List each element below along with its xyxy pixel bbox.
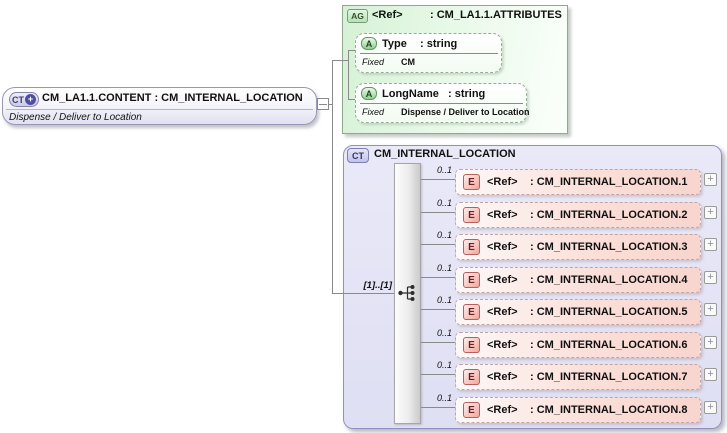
attribute-group-ref-label: <Ref> xyxy=(372,9,403,21)
element-cardinality-label: 0..1 xyxy=(436,393,452,403)
sequence-compositor-icon[interactable] xyxy=(397,284,419,302)
element-title: : CM_INTERNAL_LOCATION.3 xyxy=(530,241,688,253)
connector-line xyxy=(329,104,333,105)
element-node[interactable]: E <Ref> : CM_INTERNAL_LOCATION.4 xyxy=(455,267,701,293)
element-title: : CM_INTERNAL_LOCATION.1 xyxy=(530,176,688,188)
element-connector-line xyxy=(421,309,455,310)
expand-button[interactable]: + xyxy=(704,303,717,316)
element-connector-line xyxy=(421,342,455,343)
content-node-title: CM_LA1.1.CONTENT : CM_INTERNAL_LOCATION xyxy=(42,92,303,104)
connector-line xyxy=(342,60,349,61)
element-title: : CM_INTERNAL_LOCATION.4 xyxy=(530,274,688,286)
connector-line xyxy=(332,60,342,61)
element-title: : CM_INTERNAL_LOCATION.5 xyxy=(530,306,688,318)
element-node[interactable]: E <Ref> : CM_INTERNAL_LOCATION.1 xyxy=(455,169,701,195)
element-title: : CM_INTERNAL_LOCATION.8 xyxy=(530,404,688,416)
element-connector-line xyxy=(421,179,455,180)
element-icon: E xyxy=(463,207,480,223)
fixed-value: CM xyxy=(401,57,415,67)
minus-icon xyxy=(319,104,327,105)
content-node[interactable]: CT+ CM_LA1.1.CONTENT : CM_INTERNAL_LOCAT… xyxy=(2,87,317,125)
connector-line xyxy=(348,50,355,51)
element-cardinality-label: 0..1 xyxy=(436,230,452,240)
attribute-type-node[interactable]: A Type : string Fixed CM xyxy=(355,33,502,73)
attribute-name: LongName xyxy=(382,88,439,100)
element-node[interactable]: E <Ref> : CM_INTERNAL_LOCATION.8 xyxy=(455,397,701,423)
expand-button[interactable]: + xyxy=(704,238,717,251)
element-icon: E xyxy=(463,402,480,418)
element-icon: E xyxy=(463,369,480,385)
element-icon: E xyxy=(463,239,480,255)
element-connector-line xyxy=(421,277,455,278)
attribute-datatype: : string xyxy=(448,88,486,100)
element-node[interactable]: E <Ref> : CM_INTERNAL_LOCATION.5 xyxy=(455,299,701,325)
collapse-handle[interactable] xyxy=(317,98,329,110)
node-separator xyxy=(6,109,313,110)
element-ref-label: <Ref> xyxy=(487,306,518,318)
attribute-separator xyxy=(360,53,498,54)
element-node[interactable]: E <Ref> : CM_INTERNAL_LOCATION.6 xyxy=(455,332,701,358)
element-connector-line xyxy=(421,407,455,408)
element-connector-line xyxy=(421,244,455,245)
element-icon: E xyxy=(463,272,480,288)
attribute-longname-node[interactable]: A LongName : string Fixed Dispense / Del… xyxy=(355,83,530,123)
connector-line xyxy=(348,50,349,100)
connector-line xyxy=(332,60,333,294)
element-ref-label: <Ref> xyxy=(487,274,518,286)
element-cardinality-label: 0..1 xyxy=(436,295,452,305)
compositor-cardinality-label: [1]..[1] xyxy=(363,280,393,291)
element-ref-label: <Ref> xyxy=(487,371,518,383)
element-title: : CM_INTERNAL_LOCATION.7 xyxy=(530,371,688,383)
expand-button[interactable]: + xyxy=(704,206,717,219)
complex-type-icon: CT xyxy=(347,148,369,163)
element-connector-line xyxy=(421,374,455,375)
connector-line xyxy=(332,293,397,294)
element-cardinality-label: 0..1 xyxy=(436,165,452,175)
content-node-annotation: Dispense / Deliver to Location xyxy=(9,112,142,123)
expand-button[interactable]: + xyxy=(704,368,717,381)
element-ref-label: <Ref> xyxy=(487,241,518,253)
element-cardinality-label: 0..1 xyxy=(436,198,452,208)
element-ref-label: <Ref> xyxy=(487,404,518,416)
expand-button[interactable]: + xyxy=(704,271,717,284)
element-cardinality-label: 0..1 xyxy=(436,360,452,370)
element-icon: E xyxy=(463,174,480,190)
plus-circle-icon: + xyxy=(25,94,36,105)
element-icon: E xyxy=(463,337,480,353)
element-node[interactable]: E <Ref> : CM_INTERNAL_LOCATION.2 xyxy=(455,202,701,228)
attribute-name: Type xyxy=(382,38,407,50)
element-ref-label: <Ref> xyxy=(487,209,518,221)
fixed-label: Fixed xyxy=(362,107,385,117)
element-icon: E xyxy=(463,304,480,320)
attribute-icon: A xyxy=(361,87,377,100)
attribute-separator xyxy=(360,103,523,104)
element-ref-label: <Ref> xyxy=(487,176,518,188)
element-title: : CM_INTERNAL_LOCATION.2 xyxy=(530,209,688,221)
element-cardinality-label: 0..1 xyxy=(436,328,452,338)
attribute-icon: A xyxy=(361,37,377,50)
element-node[interactable]: E <Ref> : CM_INTERNAL_LOCATION.3 xyxy=(455,234,701,260)
element-connector-line xyxy=(421,212,455,213)
complex-type-badge-label: CT xyxy=(12,94,24,105)
element-node[interactable]: E <Ref> : CM_INTERNAL_LOCATION.7 xyxy=(455,364,701,390)
element-title: : CM_INTERNAL_LOCATION.6 xyxy=(530,339,688,351)
fixed-value: Dispense / Deliver to Location xyxy=(401,107,530,117)
connector-line xyxy=(348,99,355,100)
attribute-group-title: : CM_LA1.1.ATTRIBUTES xyxy=(430,9,562,21)
complex-type-title: CM_INTERNAL_LOCATION xyxy=(374,148,516,160)
expand-button[interactable]: + xyxy=(704,336,717,349)
expand-button[interactable]: + xyxy=(704,401,717,414)
attribute-group-icon: AG xyxy=(347,9,368,23)
fixed-label: Fixed xyxy=(362,57,385,67)
element-ref-label: <Ref> xyxy=(487,339,518,351)
attribute-datatype: : string xyxy=(420,38,458,50)
element-cardinality-label: 0..1 xyxy=(436,263,452,273)
expand-button[interactable]: + xyxy=(704,173,717,186)
complex-type-plus-icon: CT+ xyxy=(9,92,39,107)
